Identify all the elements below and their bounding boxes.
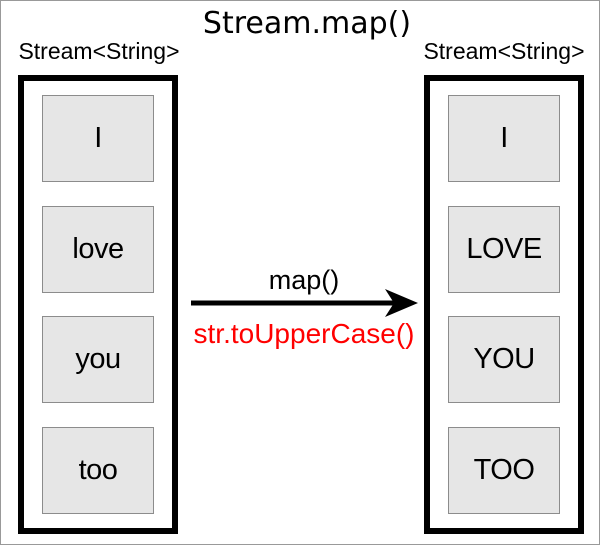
stream-element: YOU xyxy=(448,316,560,404)
stream-element: TOO xyxy=(448,426,560,514)
left-stream-label: Stream<String> xyxy=(18,38,180,64)
right-stream-label: Stream<String> xyxy=(423,38,585,64)
left-stream-container: I love you too xyxy=(18,75,178,534)
diagram-title: Stream.map() xyxy=(202,6,412,41)
stream-element: LOVE xyxy=(448,205,560,293)
stream-element: too xyxy=(42,426,154,514)
stream-element: I xyxy=(42,95,154,182)
map-function-label: map() xyxy=(268,265,340,295)
lambda-expression-label: str.toUpperCase() xyxy=(193,318,415,349)
stream-element: love xyxy=(42,205,154,293)
stream-element: I xyxy=(448,95,560,182)
arrow-head xyxy=(385,289,418,317)
right-stream-container: I LOVE YOU TOO xyxy=(424,75,584,534)
stream-element: you xyxy=(42,316,154,404)
map-arrow-icon xyxy=(191,289,418,317)
